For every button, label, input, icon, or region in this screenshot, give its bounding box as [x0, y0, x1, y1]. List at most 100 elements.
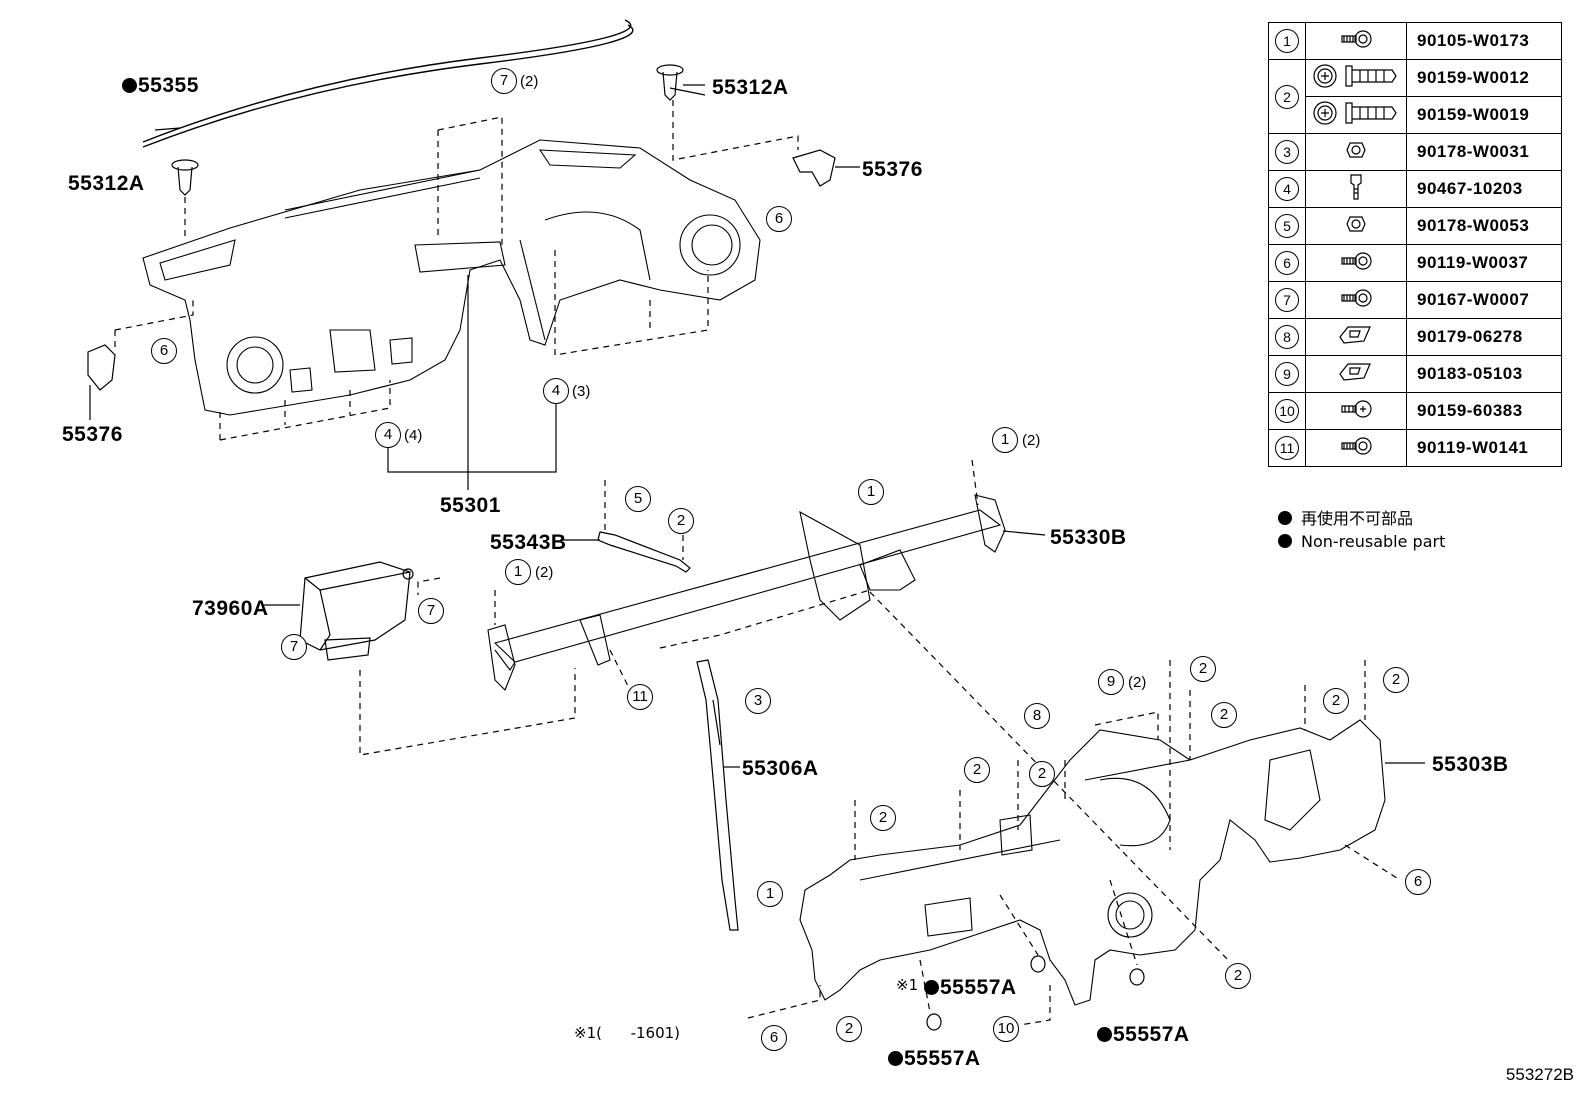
parts-table-row: 1 90105-W0173: [1268, 22, 1562, 60]
parts-table-row: 4 90467-10203: [1268, 170, 1562, 208]
ref-1-lower: 1: [757, 881, 783, 907]
ref-number: 9: [1275, 362, 1299, 386]
part-55303b-label: 55303B: [1432, 753, 1509, 776]
bolt-icon: [1339, 29, 1373, 56]
spring-nut-icon: [1336, 325, 1376, 352]
non-reusable-dot-icon: [888, 1051, 903, 1066]
ref-1-beam-left: 1: [505, 559, 531, 585]
part-number: 90179-06278: [1406, 318, 1562, 356]
instrument-panel-drawing: [142, 139, 761, 416]
ref-7-top-qty: (2): [520, 73, 539, 90]
ref-3: 3: [745, 688, 771, 714]
part-number: 90159-60383: [1406, 392, 1562, 430]
ref-7-airbag-right: 7: [418, 598, 444, 624]
airbag-module-drawing: [299, 561, 414, 661]
parts-table-row: 11 90119-W0141: [1268, 429, 1562, 467]
brace-55343b-drawing: [597, 531, 691, 573]
part-55306a-label: 55306A: [742, 757, 819, 780]
ref-2-e: 2: [1323, 688, 1349, 714]
bracket-55376-right-drawing: [792, 149, 836, 187]
clip-icon: [1346, 173, 1366, 206]
ref-6-left: 6: [151, 338, 177, 364]
ref-8: 8: [1024, 703, 1050, 729]
spring-nut-icon: [1336, 362, 1376, 389]
screw-icon: [1339, 399, 1373, 426]
ref-4-b-qty: (4): [404, 427, 423, 444]
ref-number: 4: [1275, 177, 1299, 201]
screw-icon: [1312, 63, 1400, 95]
screw-icon: [1312, 100, 1400, 132]
windshield-seal-drawing: [142, 19, 634, 148]
parts-table-row: 8 90179-06278: [1268, 318, 1562, 356]
ref-4-a-qty: (3): [572, 383, 591, 400]
parts-table-row: 6 90119-W0037: [1268, 244, 1562, 282]
part-55557a-label-2: 55557A: [888, 1047, 981, 1071]
ref-4-a: 4: [543, 378, 569, 404]
clip-55312a-left-drawing: [171, 159, 199, 196]
part-55376-left-label: 55376: [62, 423, 123, 446]
note-mark: ※1: [896, 976, 919, 994]
part-number: 90159-W0019: [1406, 96, 1562, 134]
ref-9-qty: (2): [1128, 674, 1147, 691]
ref-number: 11: [1275, 436, 1299, 460]
ref-number: 7: [1275, 288, 1299, 312]
ref-number: 1: [1275, 29, 1299, 53]
bolt-icon: [1339, 436, 1373, 463]
ref-1-beam-right-qty: (2): [1022, 432, 1041, 449]
ref-2-d: 2: [1383, 667, 1409, 693]
part-73960a-label: 73960A: [192, 597, 269, 620]
nut-icon: [1344, 141, 1368, 167]
ref-2-k: 2: [836, 1016, 862, 1042]
ref-2-c: 2: [1190, 656, 1216, 682]
ref-2-i: 2: [870, 805, 896, 831]
part-number: 90183-05103: [1406, 355, 1562, 393]
non-reusable-dot-icon: [1097, 1027, 1112, 1042]
ref-9: 9: [1098, 669, 1124, 695]
ref-6-lower-right: 6: [1405, 869, 1431, 895]
part-number: 90105-W0173: [1406, 22, 1562, 60]
ref-6-lower-left: 6: [761, 1025, 787, 1051]
ref-2-brace: 2: [668, 508, 694, 534]
bracket-55376-left-drawing: [87, 344, 116, 391]
ref-1-beam: 1: [858, 479, 884, 505]
part-number: 90467-10203: [1406, 170, 1562, 208]
part-55330b-label: 55330B: [1050, 526, 1127, 549]
part-55376-right-label: 55376: [862, 158, 923, 181]
parts-table-row: 9 90183-05103: [1268, 355, 1562, 393]
grommet-drawings: [926, 955, 1145, 1031]
ref-1-beam-left-qty: (2): [535, 564, 554, 581]
part-number: 90119-W0141: [1406, 429, 1562, 467]
leader-lines: [114, 100, 1401, 1026]
lower-bracket-55303b-drawing: [799, 719, 1386, 1006]
diagram-code: 553272B: [1505, 1065, 1574, 1084]
ref-number: 6: [1275, 251, 1299, 275]
ref-number: 8: [1275, 325, 1299, 349]
ref-11: 11: [627, 684, 653, 710]
ref-number: 10: [1275, 399, 1299, 423]
part-number: 90167-W0007: [1406, 281, 1562, 319]
footnote: ※1( -1601): [574, 1024, 681, 1042]
ref-2-h: 2: [1029, 761, 1055, 787]
part-number: 90159-W0012: [1406, 59, 1562, 97]
part-55312a-left-label: 55312A: [68, 172, 145, 195]
part-number: 90119-W0037: [1406, 244, 1562, 282]
bolt-icon: [1339, 288, 1373, 315]
part-number: 90178-W0031: [1406, 133, 1562, 171]
nut-icon: [1344, 215, 1368, 241]
brace-55306a-drawing: [696, 659, 739, 931]
ref-number: 3: [1275, 140, 1299, 164]
legend-en: Non-reusable part: [1278, 532, 1445, 551]
parts-table-row: 7 90167-W0007: [1268, 281, 1562, 319]
ref-1-beam-right: 1: [992, 427, 1018, 453]
part-55301-label: 55301: [440, 494, 501, 517]
solid-leaders: [89, 84, 1425, 768]
part-number: 90178-W0053: [1406, 207, 1562, 245]
clip-55312a-top-drawing: [656, 64, 684, 101]
parts-table-row: 90159-W0019: [1269, 96, 1562, 134]
part-55343b-label: 55343B: [490, 531, 567, 554]
ref-5: 5: [625, 486, 651, 512]
ref-7-airbag-left: 7: [281, 634, 307, 660]
